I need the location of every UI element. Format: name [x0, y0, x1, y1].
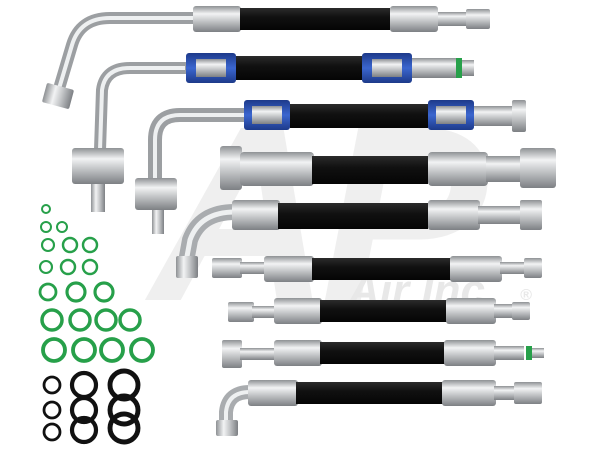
black-oring [69, 370, 99, 400]
hose-assembly-straight-3 [222, 340, 544, 368]
hose-assembly-elbow-2 [216, 380, 542, 436]
green-oring [40, 237, 56, 253]
hose-assembly-large-beadlock [220, 146, 556, 190]
green-oring [40, 221, 52, 233]
green-oring [94, 308, 118, 332]
green-oring [41, 204, 51, 214]
green-oring [61, 236, 79, 254]
black-oring [107, 411, 141, 445]
green-oring [71, 337, 97, 363]
hose-assembly-straight-1 [212, 256, 542, 282]
black-oring [69, 395, 99, 425]
green-oring [59, 258, 77, 276]
black-oring [42, 422, 62, 442]
black-oring [107, 393, 141, 427]
hose-assembly-quick-coupler-2 [135, 100, 526, 234]
green-oring [38, 259, 54, 275]
green-oring [65, 281, 87, 303]
green-oring [40, 308, 64, 332]
green-oring [81, 236, 99, 254]
green-oring [81, 258, 99, 276]
black-oring [42, 375, 62, 395]
hose-assembly-elbow-1 [176, 200, 542, 278]
black-oring [107, 368, 141, 402]
oring-kit [38, 204, 155, 445]
green-oring [93, 281, 115, 303]
green-oring [68, 308, 92, 332]
watermark-trademark: ® [520, 287, 532, 304]
black-oring [42, 400, 62, 420]
green-oring [129, 337, 155, 363]
green-oring [118, 308, 142, 332]
hose-assembly-quick-coupler-1 [72, 53, 474, 212]
hose-assembly-straight-2 [228, 298, 530, 324]
hose-assembly-long-bent-tube [42, 6, 490, 109]
black-oring [69, 415, 99, 445]
green-oring [38, 282, 58, 302]
green-oring [56, 221, 68, 233]
green-oring [99, 337, 125, 363]
green-oring [41, 337, 67, 363]
